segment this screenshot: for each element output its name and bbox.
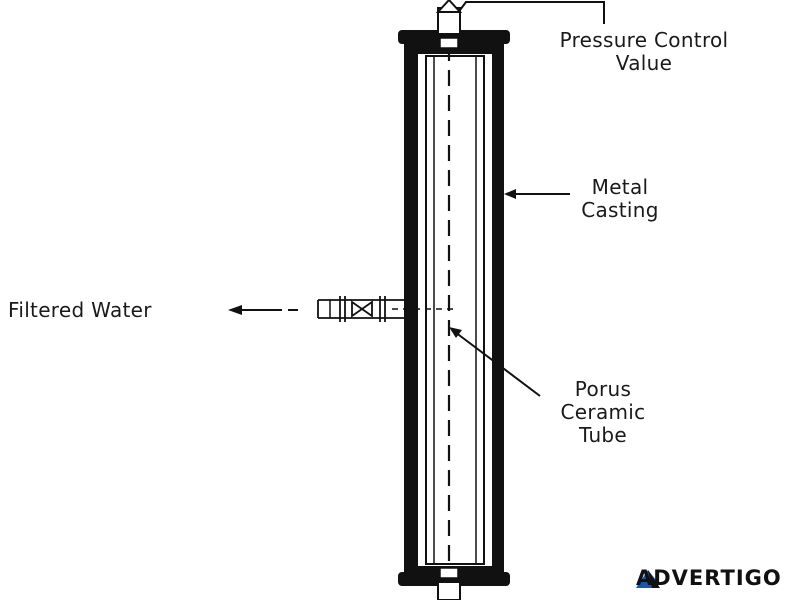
ceramic-tube-label: Porus Ceramic Tube bbox=[538, 378, 668, 447]
pressure-control-valve bbox=[435, 0, 463, 49]
ceramic-tube-label-line2: Ceramic bbox=[560, 400, 646, 424]
advertigo-logo-icon bbox=[636, 570, 660, 588]
pressure-control-label-line2: Value bbox=[615, 51, 673, 75]
bottom-fitting bbox=[437, 567, 461, 600]
ceramic-tube-label-line3: Tube bbox=[578, 423, 628, 447]
filtered-water-label: Filtered Water bbox=[8, 298, 152, 322]
pressure-control-leader bbox=[459, 1, 605, 24]
porous-ceramic-tube bbox=[425, 20, 485, 590]
ceramic-tube-arrow bbox=[449, 327, 541, 397]
metal-casting-label-line1: Metal bbox=[591, 175, 649, 199]
metal-casting-label-line2: Casting bbox=[581, 198, 659, 222]
pressure-control-label-line1: Pressure Control bbox=[559, 28, 729, 52]
metal-casting-label: Metal Casting bbox=[560, 176, 680, 222]
ceramic-tube-label-line1: Porus bbox=[574, 377, 632, 401]
outlet-valve bbox=[317, 296, 456, 322]
pressure-control-label: Pressure Control Value bbox=[524, 29, 764, 75]
filtered-water-arrow bbox=[228, 305, 298, 315]
advertigo-watermark: ADVERTIGO bbox=[636, 566, 782, 590]
metal-casting-arrow bbox=[504, 189, 570, 199]
